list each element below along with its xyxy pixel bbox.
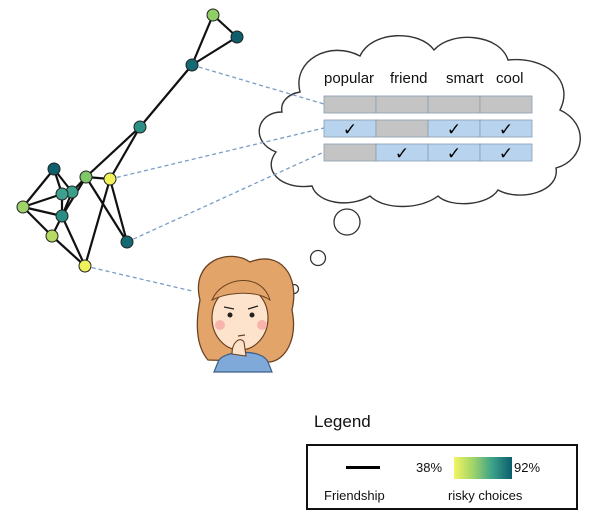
thought-table: ✓ ✓ ✓ ✓ ✓ ✓ (323, 95, 533, 164)
checkmark-icon: ✓ (343, 120, 357, 140)
table-cell (375, 119, 429, 138)
column-header-popular: popular (324, 70, 375, 87)
legend-box: Friendship 38% 92% risky choices (306, 444, 578, 510)
node (79, 170, 93, 184)
column-header-friend: friend (390, 70, 428, 87)
table-cell (427, 95, 481, 114)
column-header-smart: smart (446, 70, 484, 87)
thought-bubble-medium (309, 249, 327, 267)
checkmark-icon: ✓ (447, 144, 461, 164)
thought-bubble-large (333, 208, 361, 236)
table-cell (479, 119, 533, 138)
node (133, 120, 147, 134)
legend-title: Legend (314, 412, 371, 431)
column-header-cool: cool (496, 70, 524, 87)
node (16, 200, 30, 214)
friendship-label: Friendship (324, 488, 385, 503)
node (120, 235, 134, 249)
risky-choices-colorbar (454, 457, 512, 479)
table-cell (479, 143, 533, 162)
friendship-line-swatch (346, 466, 380, 469)
node (185, 58, 199, 72)
node (55, 187, 69, 201)
node (230, 30, 244, 44)
scale-min-label: 38% (416, 460, 443, 475)
dashed-connectors (84, 64, 325, 292)
node (78, 259, 92, 273)
checkmark-icon: ✓ (499, 144, 513, 164)
table-cell (479, 95, 533, 114)
table-cell (323, 95, 377, 114)
node (47, 162, 61, 176)
network-nodes (16, 8, 244, 273)
node (55, 209, 69, 223)
checkmark-icon: ✓ (447, 120, 461, 140)
node (103, 172, 117, 186)
checkmark-icon: ✓ (499, 120, 513, 140)
node (45, 229, 59, 243)
table-cell (375, 95, 429, 114)
node (206, 8, 220, 22)
table-cell (323, 143, 377, 162)
scale-max-label: 92% (514, 460, 541, 475)
thinking-girl-illustration (196, 255, 295, 373)
friendship-edges (21, 13, 239, 268)
checkmark-icon: ✓ (395, 144, 409, 164)
scale-label: risky choices (448, 488, 523, 503)
